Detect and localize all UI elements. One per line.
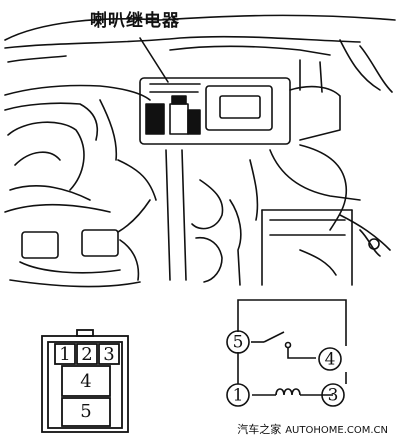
pin-5-label: 5 (80, 401, 91, 422)
pin-2-label: 2 (81, 344, 92, 365)
watermark-url: AUTOHOME.COM.CN (285, 425, 388, 436)
watermark-cn: 汽车之家 (237, 423, 282, 436)
horn-relay-caption: 喇叭继电器 (90, 11, 180, 31)
pin-1-label: 1 (59, 344, 70, 365)
pin-3-label: 3 (103, 344, 114, 365)
terminal-4-label: 4 (325, 350, 336, 370)
relay-schematic: 5 4 1 3 (226, 299, 347, 407)
terminal-1-label: 1 (233, 386, 244, 406)
terminal-5-label: 5 (233, 333, 244, 353)
pin-4-label: 4 (80, 371, 91, 392)
terminal-3-label: 3 (328, 386, 339, 406)
relay-connector: 1 2 3 4 5 (41, 329, 129, 433)
